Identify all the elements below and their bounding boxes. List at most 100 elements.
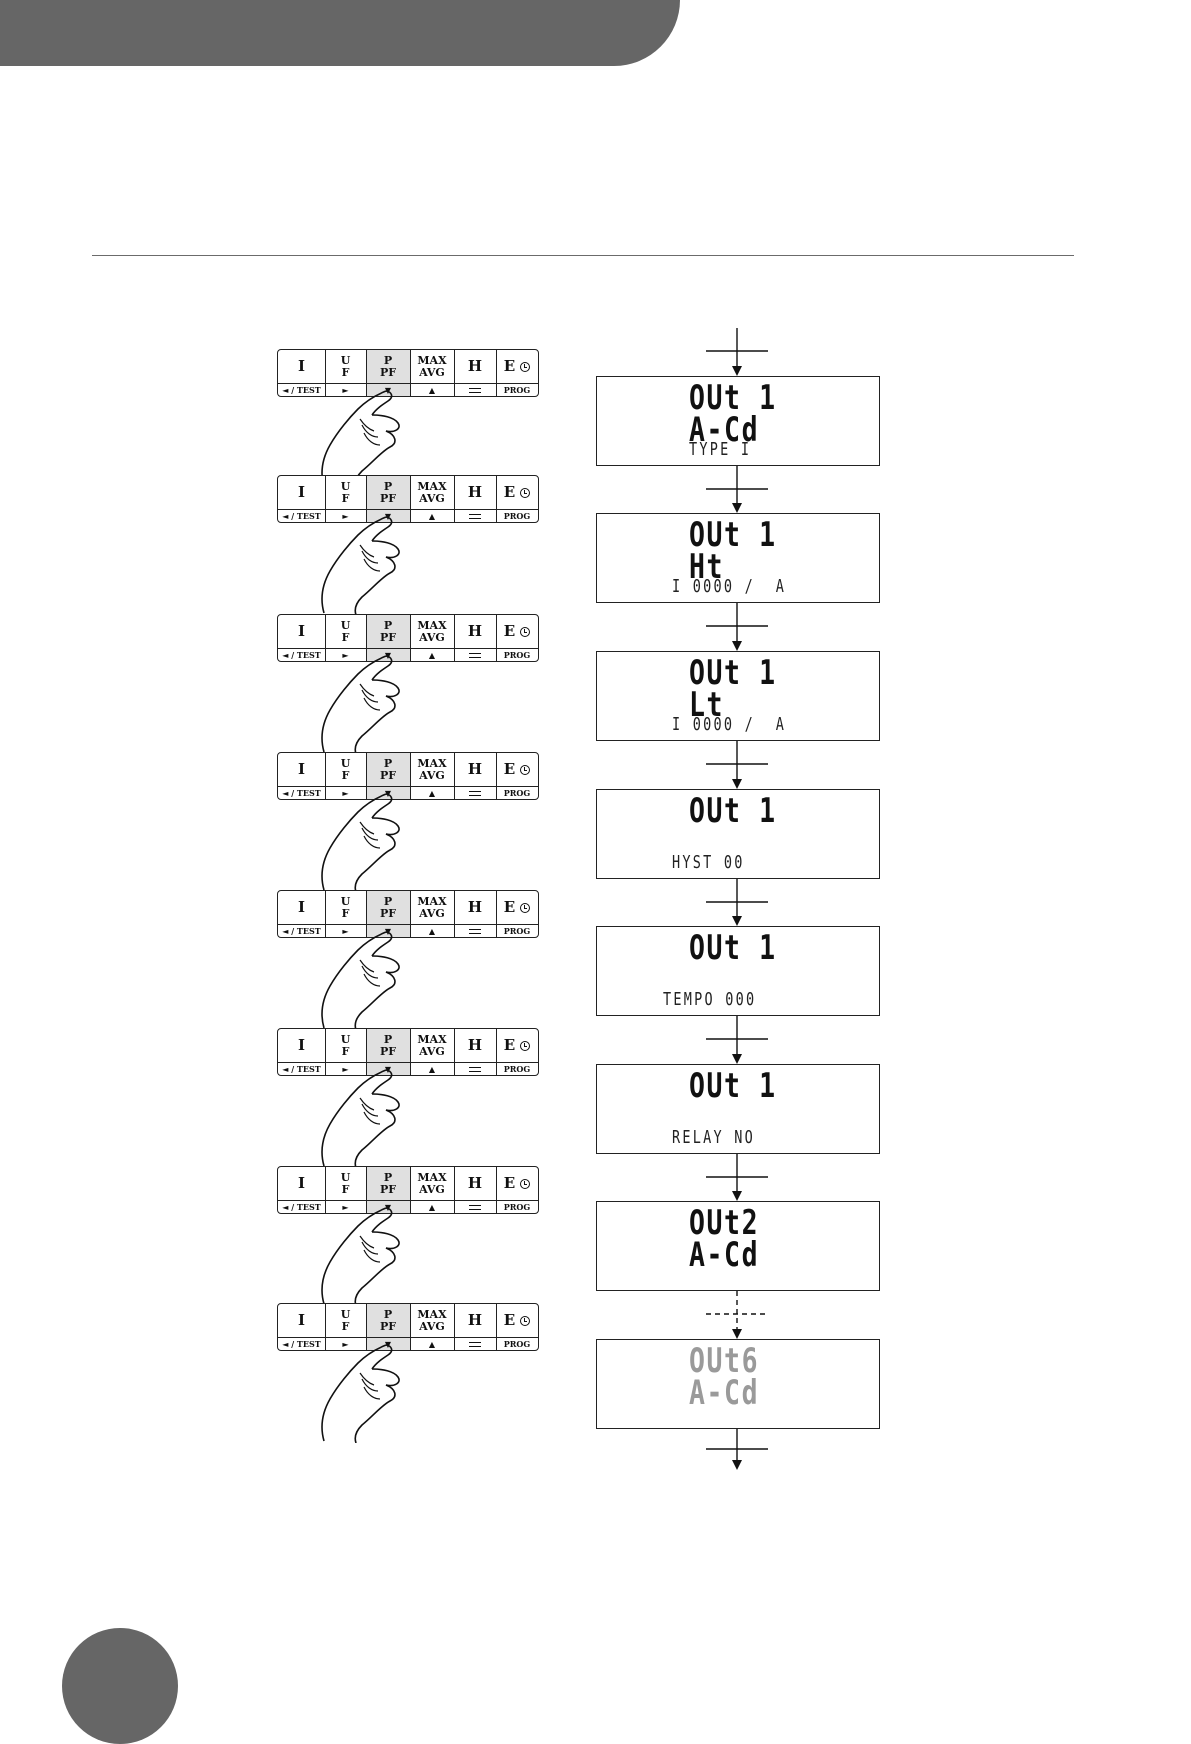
key-sublabel-text: ►: [342, 385, 349, 395]
key-sublabel-text: ►: [342, 1339, 349, 1349]
key-5[interactable]: H: [454, 1029, 496, 1062]
key-label: H: [467, 760, 483, 778]
lcd-line-3: RELAY NO: [672, 1127, 756, 1148]
key-sublabel: PROG: [496, 649, 538, 661]
key-label-secondary: F: [341, 1045, 350, 1058]
key-1[interactable]: I: [278, 1304, 325, 1337]
key-separator: [410, 1167, 411, 1213]
key-separator: [496, 753, 497, 799]
key-5[interactable]: H: [454, 615, 496, 648]
key-5[interactable]: H: [454, 1167, 496, 1200]
key-sublabel-text: ▲: [428, 385, 436, 395]
key-label-secondary: PF: [379, 769, 397, 782]
key-sublabel-text: PROG: [503, 1202, 531, 1212]
key-sublabel: ▲: [410, 925, 454, 937]
key-5[interactable]: H: [454, 350, 496, 383]
key-6[interactable]: E: [496, 1029, 538, 1062]
key-sublabel: ▲: [410, 510, 454, 522]
key-5[interactable]: H: [454, 476, 496, 509]
key-6[interactable]: E: [496, 615, 538, 648]
key-row-separator: [278, 1062, 538, 1063]
key-label-secondary: F: [341, 907, 350, 920]
key-separator: [496, 1304, 497, 1350]
key-sublabel: ◄ / TEST: [278, 1201, 325, 1213]
key-sublabel-text: ▲: [428, 650, 436, 660]
key-sublabel: PROG: [496, 1201, 538, 1213]
flow-arrow: [706, 466, 768, 513]
key-separator: [325, 350, 326, 396]
key-sublabel: ►: [325, 510, 366, 522]
key-1[interactable]: I: [278, 1167, 325, 1200]
key-sublabel-text: ▼: [384, 650, 392, 660]
key-1[interactable]: I: [278, 350, 325, 383]
lcd-line-1: OUt 1: [689, 378, 777, 418]
key-sublabel: [454, 1338, 496, 1350]
key-1[interactable]: I: [278, 753, 325, 786]
key-label: H: [467, 622, 483, 640]
key-5[interactable]: H: [454, 753, 496, 786]
enter-icon: [469, 1204, 481, 1210]
key-separator: [325, 1304, 326, 1350]
key-5[interactable]: H: [454, 891, 496, 924]
key-sublabel-text: ◄ / TEST: [282, 385, 321, 395]
lcd-line-2: Ht: [689, 547, 725, 587]
key-6[interactable]: E: [496, 1167, 538, 1200]
key-sublabel-text: ▼: [384, 1339, 392, 1349]
key-6[interactable]: E: [496, 476, 538, 509]
key-sublabel: ▼: [366, 787, 410, 799]
key-label: I: [297, 1036, 306, 1054]
key-separator: [496, 350, 497, 396]
key-label: I: [297, 483, 306, 501]
key-sublabel: ◄ / TEST: [278, 510, 325, 522]
pointing-hand-icon: [321, 1207, 400, 1306]
key-6[interactable]: E: [496, 753, 538, 786]
key-1[interactable]: I: [278, 615, 325, 648]
key-6[interactable]: E: [496, 891, 538, 924]
key-label-secondary: AVG: [419, 1320, 445, 1333]
key-6[interactable]: E: [496, 350, 538, 383]
key-label: I: [297, 1311, 306, 1329]
lcd-line-3: I 0000 / A: [672, 714, 787, 735]
key-5[interactable]: H: [454, 1304, 496, 1337]
key-1[interactable]: I: [278, 476, 325, 509]
key-label-secondary: AVG: [419, 492, 445, 505]
key-row-separator: [278, 786, 538, 787]
key-6[interactable]: E: [496, 1304, 538, 1337]
key-1[interactable]: I: [278, 1029, 325, 1062]
key-1[interactable]: I: [278, 891, 325, 924]
key-separator: [410, 476, 411, 522]
pointing-hand-icon: [321, 516, 400, 615]
key-label-secondary: PF: [379, 492, 397, 505]
key-label: I: [297, 622, 306, 640]
lcd-line-3: TYPE I: [689, 439, 752, 460]
key-label-secondary: F: [341, 1320, 350, 1333]
